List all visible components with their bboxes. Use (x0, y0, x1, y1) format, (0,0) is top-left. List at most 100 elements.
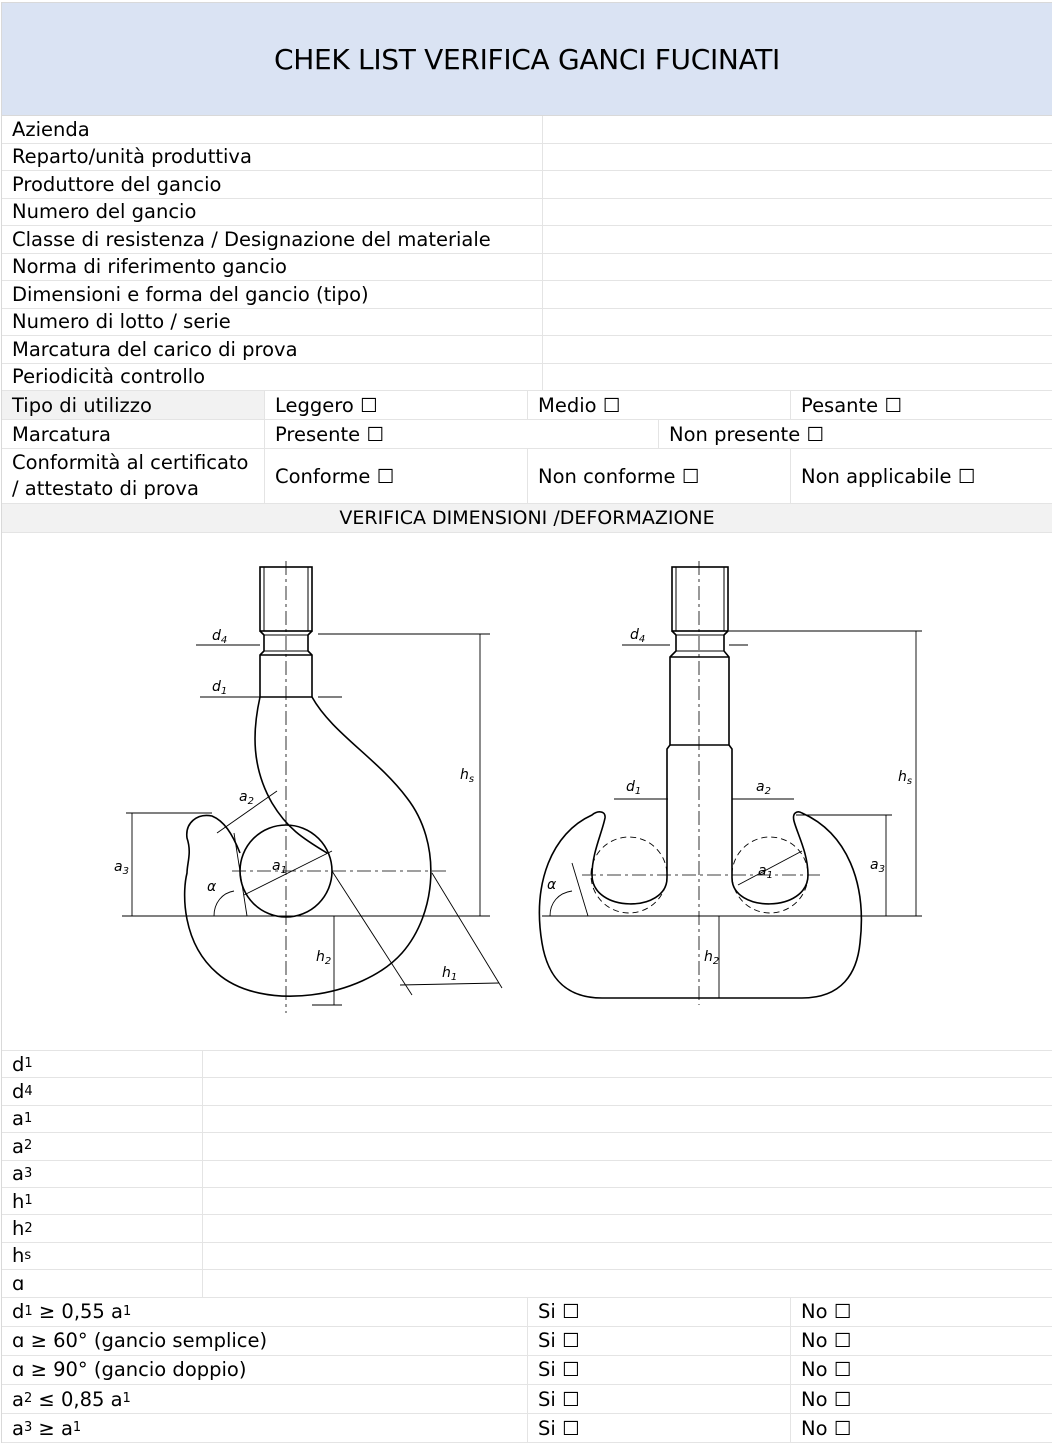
option-non-presente[interactable]: Non presente ☐ (658, 420, 1052, 448)
option-leggero[interactable]: Leggero ☐ (264, 391, 527, 419)
check-yes[interactable]: Si ☐ (527, 1355, 790, 1385)
info-row: Azienda (2, 116, 1052, 144)
label-a3-double: a3 (870, 857, 885, 875)
check-no[interactable]: No ☐ (790, 1355, 1052, 1385)
dimension-value[interactable] (202, 1105, 1052, 1133)
dimension-value[interactable] (202, 1133, 1052, 1160)
double-hook-diagram: d4 d1 a2 a1 a3 α hs h2 (538, 561, 922, 1005)
check-condition: ɑ ≥ 60° (gancio semplice) (12, 1329, 268, 1353)
info-row: Reparto/unità produttiva (2, 143, 1052, 171)
option-pesante[interactable]: Pesante ☐ (790, 391, 1052, 419)
option-non-conforme[interactable]: Non conforme ☐ (527, 449, 790, 503)
option-conforme[interactable]: Conforme ☐ (264, 449, 527, 503)
info-row-value[interactable] (542, 281, 1052, 308)
info-row-value[interactable] (542, 171, 1052, 198)
info-row: Marcatura del carico di prova (2, 336, 1052, 364)
info-row-label: Norma di riferimento gancio (12, 255, 287, 279)
option-non-applicabile[interactable]: Non applicabile ☐ (790, 449, 1052, 503)
info-row-label: Numero di lotto / serie (12, 310, 231, 334)
label-h1: h1 (442, 965, 457, 983)
dimension-value[interactable] (202, 1187, 1052, 1215)
info-row-value[interactable] (542, 253, 1052, 280)
conformita-row: Conformità al certificato / attestato di… (2, 449, 1052, 504)
dimension-label: ɑ (12, 1271, 25, 1295)
check-no[interactable]: No ☐ (790, 1385, 1052, 1414)
page-title: CHEK LIST VERIFICA GANCI FUCINATI (2, 2, 1052, 116)
info-row: Numero del gancio (2, 198, 1052, 226)
info-row: Produttore del gancio (2, 171, 1052, 199)
info-row-value[interactable] (542, 143, 1052, 170)
info-row: Numero di lotto / serie (2, 308, 1052, 336)
conformita-label-line1: Conformità al certificato (12, 451, 249, 474)
option-medio[interactable]: Medio ☐ (527, 391, 790, 419)
label-hs: hs (460, 767, 474, 785)
tipo-utilizzo-row: Tipo di utilizzo Leggero ☐ Medio ☐ Pesan… (2, 391, 1052, 420)
info-row-label: Produttore del gancio (12, 172, 222, 196)
option-presente[interactable]: Presente ☐ (264, 420, 658, 448)
check-no[interactable]: No ☐ (790, 1414, 1052, 1443)
info-row-label: Azienda (12, 117, 90, 141)
check-condition: ɑ ≥ 90° (gancio doppio) (12, 1358, 247, 1382)
info-row-value[interactable] (542, 116, 1052, 143)
dimension-value[interactable] (202, 1242, 1052, 1270)
label-h2-double: h2 (704, 949, 719, 967)
info-row: Periodicità controllo (2, 363, 1052, 391)
label-a2: a2 (239, 789, 254, 807)
info-row-label: Reparto/unità produttiva (12, 145, 252, 169)
marcatura-label: Marcatura (12, 422, 112, 446)
marcatura-row: Marcatura Presente ☐ Non presente ☐ (2, 420, 1052, 449)
check-yes[interactable]: Si ☐ (527, 1297, 790, 1326)
dimension-value[interactable] (202, 1270, 1052, 1297)
info-row-label: Dimensioni e forma del gancio (tipo) (12, 282, 369, 306)
info-row-label: Marcatura del carico di prova (12, 337, 298, 361)
check-yes[interactable]: Si ☐ (527, 1414, 790, 1443)
info-row-label: Classe di resistenza / Designazione del … (12, 227, 491, 251)
label-hs-double: hs (898, 769, 912, 787)
info-row-value[interactable] (542, 308, 1052, 335)
hook-figure: d4 d1 a2 a1 a3 α hs h2 h1 (2, 533, 1052, 1051)
check-row: ɑ ≥ 60° (gancio semplice) Si ☐No ☐ (2, 1326, 1052, 1356)
label-a1-double: a1 (758, 863, 773, 881)
check-yes[interactable]: Si ☐ (527, 1326, 790, 1355)
dimension-value[interactable] (202, 1078, 1052, 1105)
dimension-value[interactable] (202, 1215, 1052, 1242)
single-hook-diagram: d4 d1 a2 a1 a3 α hs h2 h1 (114, 561, 503, 1013)
info-row-value[interactable] (542, 363, 1052, 390)
dimension-value[interactable] (202, 1160, 1052, 1187)
dimension-row: ɑ (2, 1270, 1052, 1298)
label-d4-double: d4 (630, 627, 645, 645)
label-a2-double: a2 (756, 779, 771, 797)
info-row-value[interactable] (542, 226, 1052, 253)
hook-drawing: d4 d1 a2 a1 a3 α hs h2 h1 (114, 561, 922, 1013)
check-no[interactable]: No ☐ (790, 1326, 1052, 1355)
label-a1: a1 (272, 858, 287, 876)
dimension-value[interactable] (202, 1051, 1052, 1078)
check-yes[interactable]: Si ☐ (527, 1385, 790, 1414)
tipo-utilizzo-label: Tipo di utilizzo (2, 391, 264, 419)
label-alpha: α (207, 879, 217, 895)
info-row-value[interactable] (542, 336, 1052, 363)
info-row-value[interactable] (542, 198, 1052, 225)
check-no[interactable]: No ☐ (790, 1297, 1052, 1326)
